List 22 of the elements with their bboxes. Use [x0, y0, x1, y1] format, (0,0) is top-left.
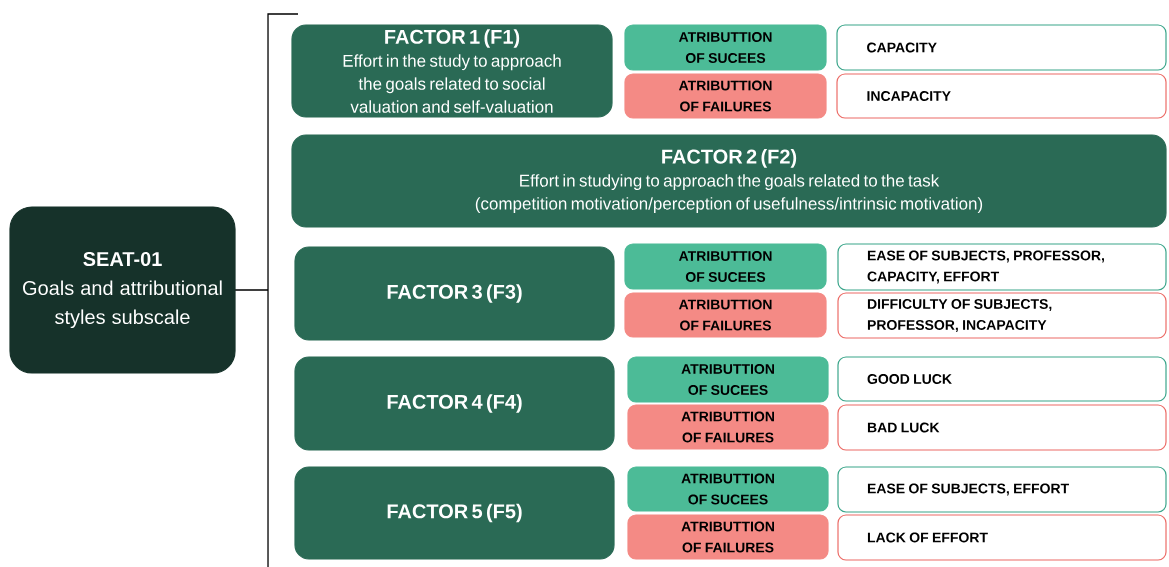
factor-box: FACTOR 2 (F2) Effort in studying to approach the goals related to the task (competition motivation/perception of usefulness/intrinsic motivation): [291, 134, 1167, 228]
success-box: ATRIBUTTION OF SUCEES: [624, 243, 827, 290]
attribution-box: BAD LUCK: [837, 404, 1167, 451]
factor-box: FACTOR 4 (F4): [294, 356, 615, 451]
attribution-box: INCAPACITY: [836, 73, 1167, 119]
factor-box: FACTOR 5 (F5): [294, 466, 615, 560]
success-box: ATRIBUTTION OF SUCEES: [627, 356, 829, 403]
scale-box: SEAT-01 Goals and attributional styles subscale: [9, 206, 236, 374]
success-box: ATRIBUTTION OF SUCEES: [624, 24, 827, 71]
attribution-box: EASE OF SUBJECTS, EFFORT: [837, 466, 1167, 513]
failure-box: ATRIBUTTION OF FAILURES: [627, 404, 829, 450]
attribution-box: DIFFICULTY OF SUBJECTS, PROFESSOR, INCAPACITY: [837, 292, 1167, 339]
attribution-box: EASE OF SUBJECTS, PROFESSOR, CAPACITY, EFFORT: [837, 243, 1167, 291]
failure-box: ATRIBUTTION OF FAILURES: [627, 514, 829, 560]
attribution-box: LACK OF EFFORT: [837, 514, 1167, 561]
factor-box: FACTOR 3 (F3): [294, 246, 615, 341]
attribution-box: CAPACITY: [836, 24, 1167, 71]
failure-box: ATRIBUTTION OF FAILURES: [624, 292, 827, 338]
failure-box: ATRIBUTTION OF FAILURES: [624, 73, 827, 119]
factor-box: FACTOR 1 (F1) Effort in the study to approach the goals related to social valuation and self-valuation: [291, 24, 613, 118]
success-box: ATRIBUTTION OF SUCEES: [627, 466, 829, 512]
attribution-box: GOOD LUCK: [837, 356, 1167, 402]
